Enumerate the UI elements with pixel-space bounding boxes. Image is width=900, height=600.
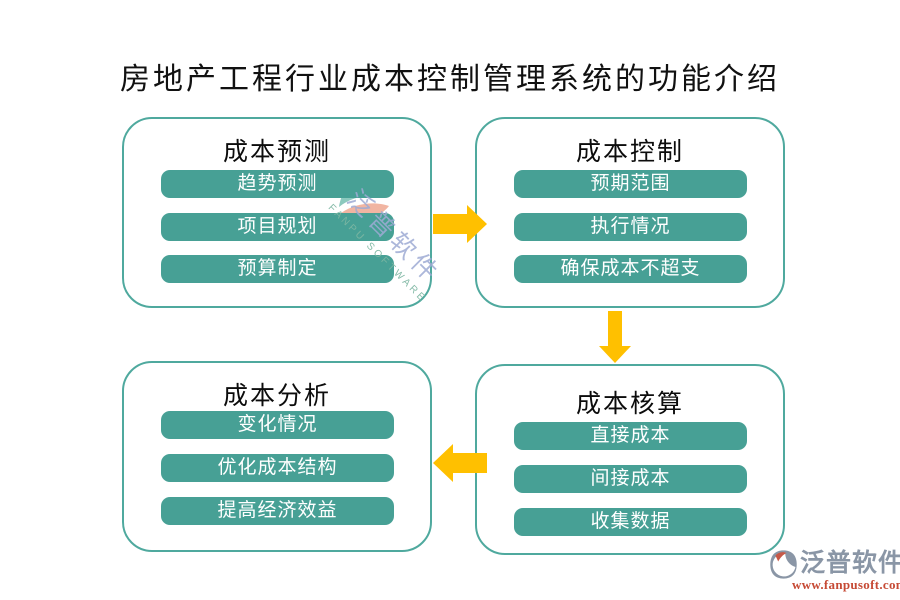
item-execution-status: 执行情况 — [514, 213, 747, 241]
item-change-status: 变化情况 — [161, 411, 394, 439]
box-title-cost-forecast: 成本预测 — [222, 139, 331, 166]
footer-url: www.fanpusoft.com — [792, 577, 900, 592]
box-cost-control: 成本控制 预期范围 执行情况 确保成本不超支 — [475, 117, 785, 308]
arrow-left-icon — [433, 444, 487, 482]
item-improve-benefit: 提高经济效益 — [161, 497, 394, 525]
box-cost-accounting: 成本核算 直接成本 间接成本 收集数据 — [475, 364, 785, 555]
footer-brand: 泛普软件 — [769, 549, 900, 580]
item-indirect-cost: 间接成本 — [514, 465, 747, 493]
box-cost-analysis: 成本分析 变化情况 优化成本结构 提高经济效益 — [122, 361, 432, 552]
box-title-cost-control: 成本控制 — [575, 139, 684, 166]
item-collect-data: 收集数据 — [514, 508, 747, 536]
item-no-overspend: 确保成本不超支 — [514, 255, 747, 283]
box-title-cost-accounting: 成本核算 — [575, 391, 684, 418]
item-budgeting: 预算制定 — [161, 255, 394, 283]
box-title-cost-analysis: 成本分析 — [222, 383, 331, 410]
arrow-down-icon — [599, 311, 631, 363]
item-trend-forecast: 趋势预测 — [161, 170, 394, 198]
item-direct-cost: 直接成本 — [514, 422, 747, 450]
box-cost-forecast: 成本预测 趋势预测 项目规划 预算制定 — [122, 117, 432, 308]
fanpu-logo-icon — [770, 550, 797, 579]
item-optimize-structure: 优化成本结构 — [161, 454, 394, 482]
item-project-planning: 项目规划 — [161, 213, 394, 241]
arrow-right-icon — [433, 205, 487, 243]
page-title: 房地产工程行业成本控制管理系统的功能介绍 — [120, 63, 780, 96]
footer-brand-name: 泛普软件 — [800, 550, 900, 577]
item-expected-range: 预期范围 — [514, 170, 747, 198]
